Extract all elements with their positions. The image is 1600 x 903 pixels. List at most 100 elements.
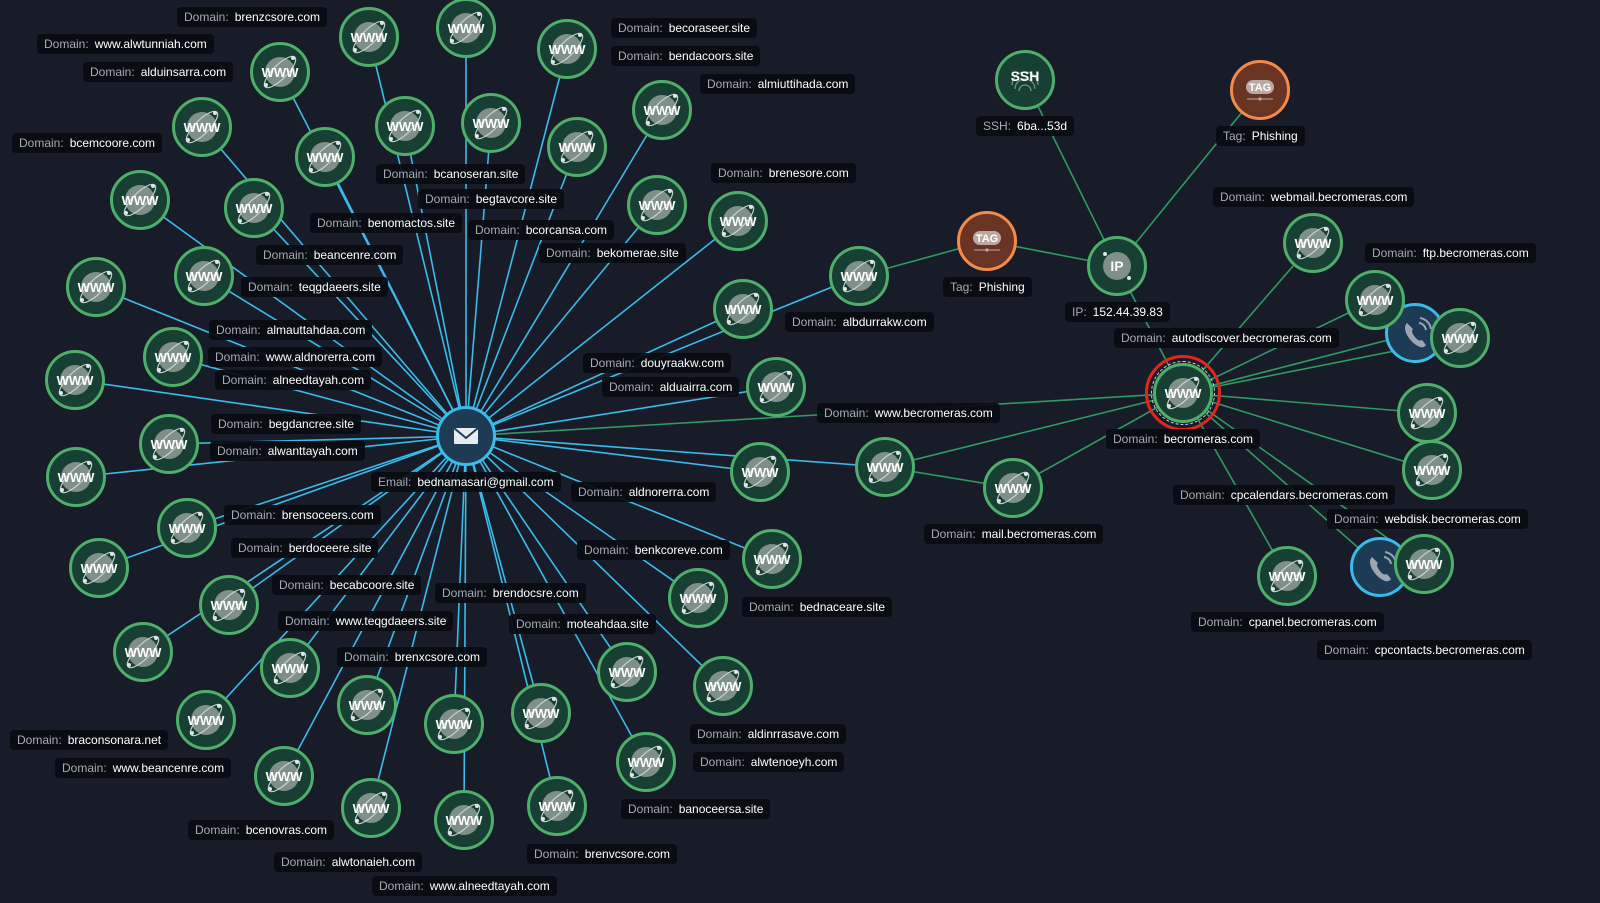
domain-node-label[interactable]: Domain:webmail.becromeras.com bbox=[1213, 187, 1415, 207]
domain-node-label[interactable]: Domain:braconsonara.net bbox=[10, 730, 169, 750]
domain-node-label[interactable]: Domain:alwanttayah.com bbox=[210, 441, 365, 461]
domain-node-label[interactable]: Domain:alduairra.com bbox=[602, 377, 740, 397]
domain-node-label[interactable]: Domain:brenvcsore.com bbox=[527, 844, 678, 864]
domain-node-label[interactable]: Domain:cpanel.becromeras.com bbox=[1191, 612, 1384, 632]
ip-node-label[interactable]: IP:152.44.39.83 bbox=[1065, 302, 1170, 322]
domain-node[interactable]: WWW bbox=[527, 776, 587, 836]
domain-node[interactable]: WWW bbox=[547, 117, 607, 177]
domain-node[interactable]: WWW bbox=[537, 19, 597, 79]
domain-node-label[interactable]: Domain:albdurrakw.com bbox=[785, 312, 934, 332]
domain-node-label[interactable]: Domain:bekomerae.site bbox=[539, 243, 686, 263]
domain-node-label[interactable]: Domain:becoraseer.site bbox=[611, 18, 758, 38]
domain-node-label[interactable]: Domain:alwtenoeyh.com bbox=[693, 752, 845, 772]
domain-node-label[interactable]: Domain:www.teqgdaeers.site bbox=[278, 611, 454, 631]
domain-node[interactable]: WWW bbox=[627, 175, 687, 235]
domain-node-label[interactable]: Domain:brensoceers.com bbox=[224, 505, 381, 525]
domain-node[interactable]: WWW bbox=[597, 642, 657, 702]
domain-node[interactable]: WWW bbox=[1430, 308, 1490, 368]
domain-node-label[interactable]: Domain:brendocsre.com bbox=[435, 583, 586, 603]
domain-node-label[interactable]: Domain:ftp.becromeras.com bbox=[1365, 243, 1536, 263]
domain-node[interactable]: WWW bbox=[1397, 383, 1457, 443]
domain-node[interactable]: WWW bbox=[1402, 440, 1462, 500]
email-node[interactable] bbox=[436, 406, 496, 466]
domain-node[interactable]: WWW bbox=[45, 350, 105, 410]
domain-node[interactable]: WWW bbox=[983, 458, 1043, 518]
domain-node-label[interactable]: Domain:www.alneedtayah.com bbox=[372, 876, 557, 896]
domain-node-label[interactable]: Domain:webdisk.becromeras.com bbox=[1327, 509, 1528, 529]
domain-node-label[interactable]: Domain:brenesore.com bbox=[711, 163, 856, 183]
domain-node-label[interactable]: Domain:cpcalendars.becromeras.com bbox=[1173, 485, 1396, 505]
domain-node-label[interactable]: Domain:aldinrrasave.com bbox=[690, 724, 847, 744]
domain-node[interactable]: WWW bbox=[110, 170, 170, 230]
domain-node-label[interactable]: Domain:autodiscover.becromeras.com bbox=[1114, 328, 1339, 348]
domain-node-label[interactable]: Domain:bendacoors.site bbox=[611, 46, 761, 66]
domain-node[interactable]: WWW bbox=[713, 279, 773, 339]
domain-node-label[interactable]: Domain:bednaceare.site bbox=[742, 597, 893, 617]
domain-node[interactable]: WWW bbox=[632, 80, 692, 140]
domain-node[interactable]: WWW bbox=[1153, 363, 1213, 423]
domain-node[interactable]: WWW bbox=[172, 97, 232, 157]
domain-node-label[interactable]: Domain:benkcoreve.com bbox=[577, 540, 730, 560]
domain-node[interactable]: WWW bbox=[341, 778, 401, 838]
domain-node-label[interactable]: Domain:www.becromeras.com bbox=[817, 403, 1000, 423]
domain-node[interactable]: WWW bbox=[730, 442, 790, 502]
domain-node-label[interactable]: Domain:almiuttihada.com bbox=[700, 74, 856, 94]
domain-node[interactable]: WWW bbox=[295, 127, 355, 187]
domain-node[interactable]: WWW bbox=[1257, 546, 1317, 606]
domain-node[interactable]: WWW bbox=[668, 568, 728, 628]
domain-node[interactable]: WWW bbox=[260, 638, 320, 698]
domain-node[interactable]: WWW bbox=[434, 790, 494, 850]
domain-node[interactable]: WWW bbox=[855, 437, 915, 497]
domain-node[interactable]: WWW bbox=[224, 178, 284, 238]
domain-node-label[interactable]: Domain:www.aldnorerra.com bbox=[208, 347, 383, 367]
domain-node[interactable]: WWW bbox=[742, 529, 802, 589]
domain-node[interactable]: WWW bbox=[250, 42, 310, 102]
domain-node[interactable]: WWW bbox=[66, 257, 126, 317]
domain-node-label[interactable]: Domain:www.alwtunniah.com bbox=[37, 34, 214, 54]
domain-node[interactable]: WWW bbox=[143, 327, 203, 387]
tag-node-label[interactable]: Tag:Phishing bbox=[1216, 126, 1305, 146]
domain-node[interactable]: WWW bbox=[616, 732, 676, 792]
domain-node[interactable]: WWW bbox=[461, 93, 521, 153]
domain-node-label[interactable]: Domain:berdoceere.site bbox=[231, 538, 379, 558]
domain-node[interactable]: WWW bbox=[511, 683, 571, 743]
domain-node-label[interactable]: Domain:beancenre.com bbox=[256, 245, 404, 265]
domain-node-label[interactable]: Domain:bcemcoore.com bbox=[12, 133, 163, 153]
email-node-label[interactable]: Email:bednamasari@gmail.com bbox=[371, 472, 561, 492]
ip-node[interactable]: IP bbox=[1087, 236, 1147, 296]
domain-node-label[interactable]: Domain:alduinsarra.com bbox=[83, 62, 234, 82]
domain-node[interactable]: WWW bbox=[69, 538, 129, 598]
domain-node-label[interactable]: Domain:cpcontacts.becromeras.com bbox=[1317, 640, 1532, 660]
domain-node-label[interactable]: Domain:aldnorerra.com bbox=[571, 482, 717, 502]
domain-node[interactable]: WWW bbox=[829, 246, 889, 306]
tag-node-label[interactable]: Tag:Phishing bbox=[943, 277, 1032, 297]
domain-node[interactable]: WWW bbox=[708, 191, 768, 251]
domain-node[interactable]: WWW bbox=[693, 656, 753, 716]
domain-node-label[interactable]: Domain:alwtonaieh.com bbox=[274, 852, 423, 872]
domain-node-label[interactable]: Domain:brenxcsore.com bbox=[337, 647, 488, 667]
domain-node-label[interactable]: Domain:mail.becromeras.com bbox=[924, 524, 1104, 544]
domain-node[interactable]: WWW bbox=[1345, 270, 1405, 330]
domain-node-label[interactable]: Domain:www.beancenre.com bbox=[55, 758, 232, 778]
domain-node-label[interactable]: Domain:douyraakw.com bbox=[583, 353, 732, 373]
domain-node[interactable]: WWW bbox=[113, 622, 173, 682]
domain-node[interactable]: WWW bbox=[46, 447, 106, 507]
domain-node-label[interactable]: Domain:begtavcore.site bbox=[418, 189, 565, 209]
ssh-node[interactable]: SSH bbox=[995, 50, 1055, 110]
domain-node-label[interactable]: Domain:almauttahdaa.com bbox=[209, 320, 373, 340]
domain-node[interactable]: WWW bbox=[139, 414, 199, 474]
domain-node-label[interactable]: Domain:bcorcansa.com bbox=[468, 220, 615, 240]
domain-node[interactable]: WWW bbox=[254, 746, 314, 806]
domain-node[interactable]: WWW bbox=[375, 96, 435, 156]
domain-node[interactable]: WWW bbox=[1283, 213, 1343, 273]
domain-node-label[interactable]: Domain:bcanoseran.site bbox=[376, 164, 526, 184]
domain-node-label[interactable]: Domain:brenzcsore.com bbox=[177, 7, 328, 27]
domain-node-label[interactable]: Domain:banoceersa.site bbox=[621, 799, 771, 819]
tag-node[interactable]: TAG bbox=[1230, 60, 1290, 120]
domain-node[interactable]: WWW bbox=[176, 690, 236, 750]
domain-node-label[interactable]: Domain:alneedtayah.com bbox=[215, 370, 372, 390]
ssh-node-label[interactable]: SSH:6ba...53d bbox=[976, 116, 1075, 136]
domain-node[interactable]: WWW bbox=[424, 694, 484, 754]
domain-node-label[interactable]: Domain:becabcoore.site bbox=[272, 575, 422, 595]
